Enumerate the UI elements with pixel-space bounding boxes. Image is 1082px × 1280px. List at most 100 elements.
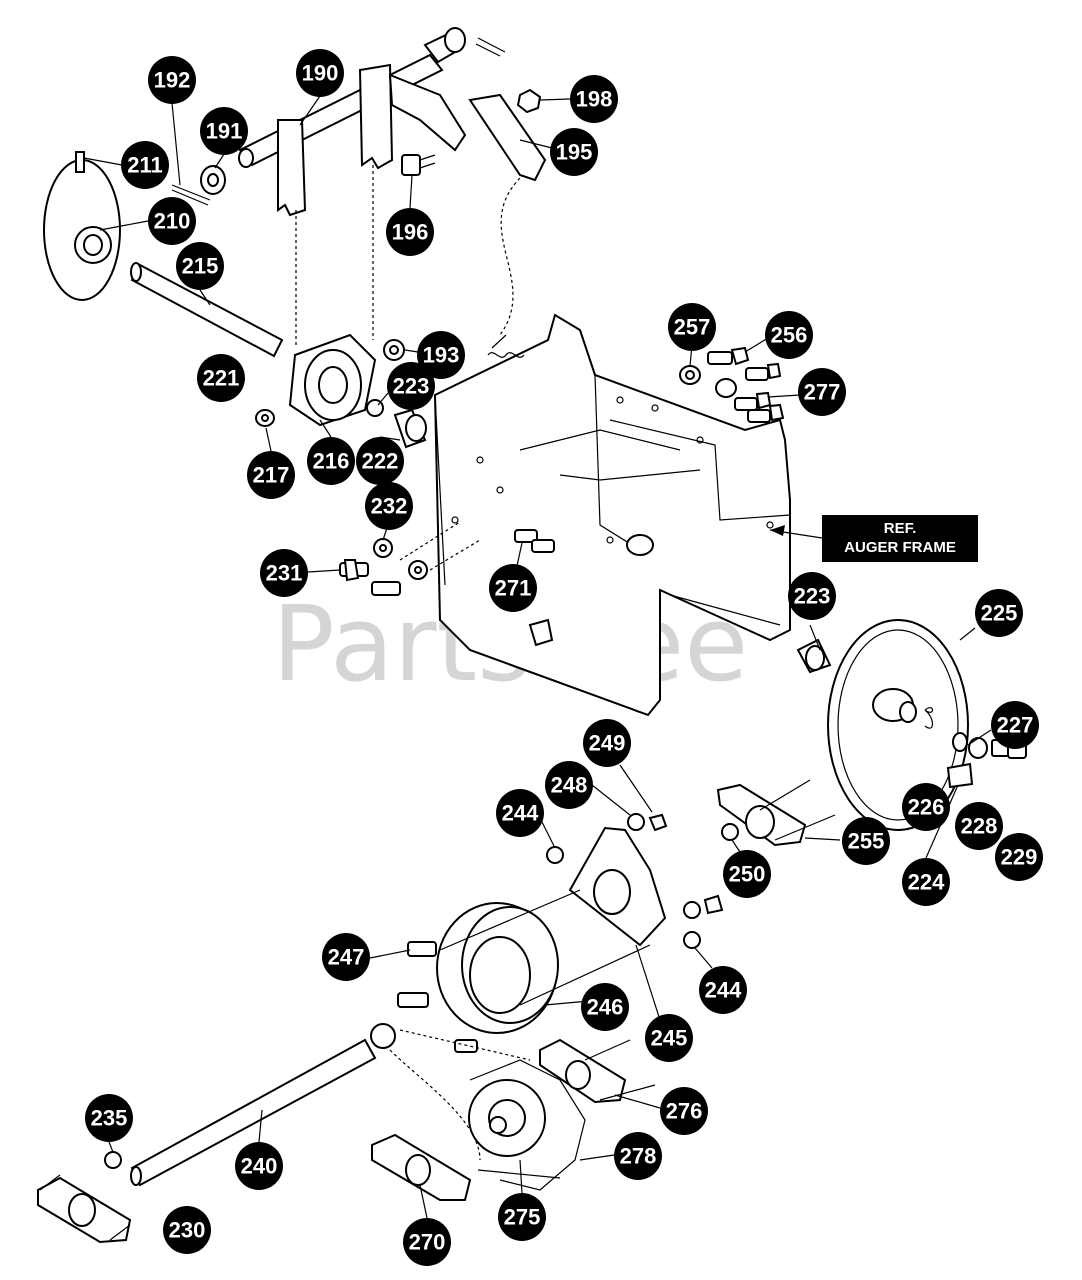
callout-222: 222 (356, 437, 404, 485)
callout-224: 224 (902, 858, 950, 906)
callout-198-label: 198 (576, 87, 613, 112)
ref-auger-frame-label: REF. AUGER FRAME (822, 515, 978, 562)
callout-248: 248 (545, 761, 593, 809)
callout-196-label: 196 (392, 220, 429, 245)
callout-198: 198 (570, 75, 618, 123)
callout-278-label: 278 (620, 1144, 657, 1169)
callout-221: 221 (197, 354, 245, 402)
callout-196: 196 (386, 208, 434, 256)
ref-label-line2: AUGER FRAME (844, 539, 956, 556)
drive-pulley-assembly (369, 813, 724, 1053)
bearing-flange-upper (716, 779, 841, 847)
callout-217-label: 217 (253, 463, 290, 488)
callout-192-label: 192 (154, 68, 191, 93)
callout-217: 217 (247, 451, 295, 499)
callout-226-label: 226 (908, 795, 945, 820)
callout-210: 210 (148, 197, 196, 245)
callout-249-label: 249 (589, 731, 626, 756)
frame-hardware-right (679, 337, 801, 423)
callout-256-label: 256 (771, 323, 808, 348)
callout-244-upper: 244 (496, 789, 544, 837)
callout-225-label: 225 (981, 601, 1018, 626)
callout-221-label: 221 (203, 366, 240, 391)
callout-191: 191 (200, 107, 248, 155)
callout-246: 246 (581, 983, 629, 1031)
shift-rod-assembly (171, 27, 547, 217)
callout-270: 270 (403, 1218, 451, 1266)
callout-215-label: 215 (182, 254, 219, 279)
callout-230: 230 (163, 1206, 211, 1254)
callout-223-upper: 223 (387, 362, 435, 410)
callout-247-label: 247 (328, 945, 365, 970)
callout-255: 255 (842, 817, 890, 865)
friction-wheel-assembly (43, 151, 427, 449)
callout-277: 277 (798, 368, 846, 416)
callout-193: 193 (417, 331, 465, 379)
ref-label-line1: REF. (883, 520, 917, 537)
callout-250: 250 (723, 850, 771, 898)
frame-hardware-left (307, 521, 555, 596)
callout-216-label: 216 (313, 449, 350, 474)
callout-271-label: 271 (495, 576, 532, 601)
callout-240-label: 240 (241, 1154, 278, 1179)
callout-195: 195 (550, 128, 598, 176)
callout-216: 216 (307, 437, 355, 485)
callout-222-label: 222 (362, 449, 399, 474)
callout-244-lower-label: 244 (705, 978, 742, 1003)
callout-257: 257 (668, 303, 716, 351)
callout-276: 276 (660, 1087, 708, 1135)
callout-191-label: 191 (206, 119, 243, 144)
callout-226: 226 (902, 783, 950, 831)
callout-230-label: 230 (169, 1218, 206, 1243)
callout-193-label: 193 (423, 343, 460, 368)
callout-244-lower: 244 (699, 966, 747, 1014)
callout-256: 256 (765, 311, 813, 359)
callout-248-label: 248 (551, 773, 588, 798)
callout-190-label: 190 (302, 61, 339, 86)
callout-277-label: 277 (804, 380, 841, 405)
callout-223-lower-label: 223 (794, 584, 831, 609)
callout-232: 232 (365, 482, 413, 530)
callout-227-label: 227 (997, 713, 1034, 738)
callout-247: 247 (322, 933, 370, 981)
callout-246-label: 246 (587, 995, 624, 1020)
callout-211: 211 (121, 141, 169, 189)
callout-276-label: 276 (666, 1099, 703, 1124)
callout-211-label: 211 (127, 153, 163, 178)
callout-270-label: 270 (409, 1230, 446, 1255)
callout-227: 227 (991, 701, 1039, 749)
callout-278: 278 (614, 1132, 662, 1180)
callout-190: 190 (296, 49, 344, 97)
callout-229-label: 229 (1001, 845, 1038, 870)
callout-275: 275 (498, 1193, 546, 1241)
callout-244-upper-label: 244 (502, 801, 539, 826)
callout-245-label: 245 (651, 1026, 688, 1051)
callout-223-lower: 223 (788, 572, 836, 620)
callout-210-label: 210 (154, 209, 191, 234)
callout-245: 245 (645, 1014, 693, 1062)
callout-271: 271 (489, 564, 537, 612)
callout-250-label: 250 (729, 862, 766, 887)
callout-232-label: 232 (371, 494, 408, 519)
callout-231: 231 (260, 549, 308, 597)
callout-249: 249 (583, 719, 631, 767)
callout-224-label: 224 (908, 870, 945, 895)
callout-257-label: 257 (674, 315, 711, 340)
callout-231-label: 231 (266, 561, 303, 586)
drive-shaft-assembly (37, 1023, 656, 1244)
callout-228: 228 (955, 802, 1003, 850)
callout-255-label: 255 (848, 829, 885, 854)
auger-frame (433, 313, 823, 717)
callout-223-upper-label: 223 (393, 374, 430, 399)
callout-235-label: 235 (91, 1106, 128, 1131)
callout-235: 235 (85, 1094, 133, 1142)
callout-229: 229 (995, 833, 1043, 881)
callout-225: 225 (975, 589, 1023, 637)
callout-228-label: 228 (961, 814, 998, 839)
callout-240: 240 (235, 1142, 283, 1190)
callout-192: 192 (148, 56, 196, 104)
callout-195-label: 195 (556, 140, 593, 165)
callout-215: 215 (176, 242, 224, 290)
callout-275-label: 275 (504, 1205, 541, 1230)
